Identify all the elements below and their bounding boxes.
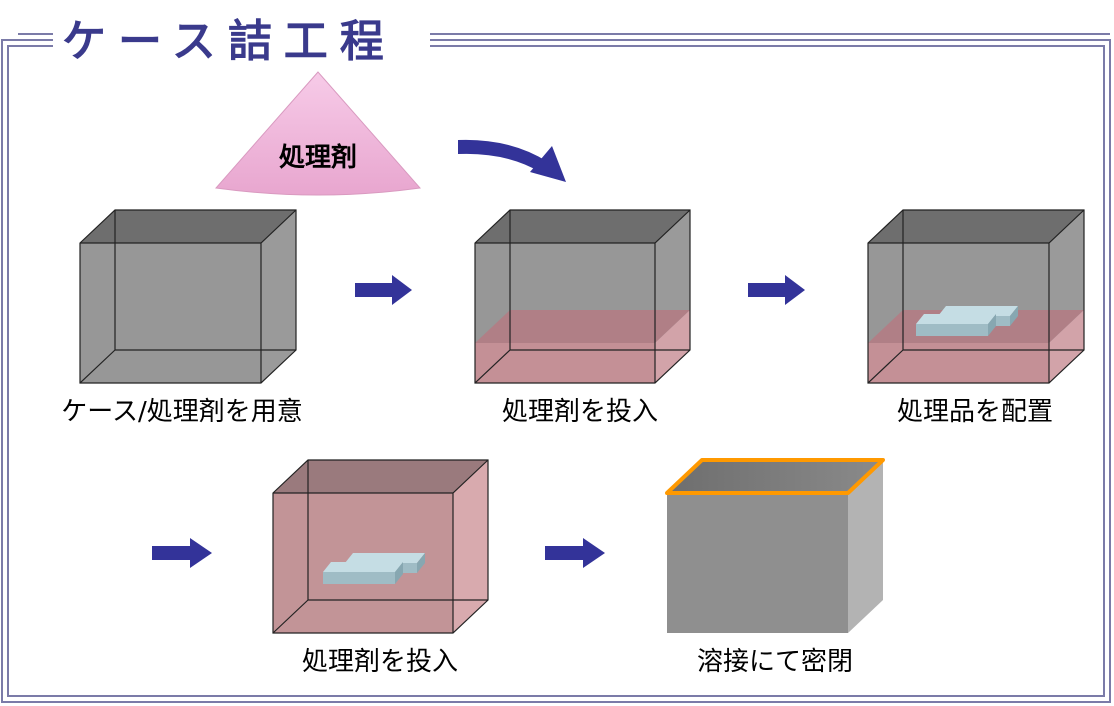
curved-arrow-icon xyxy=(458,139,566,182)
flow-arrow-icon xyxy=(748,275,805,305)
box-empty xyxy=(79,209,297,384)
page-title: ケース詰工程 xyxy=(62,16,396,67)
cone-icon: 処理剤 xyxy=(215,71,421,196)
item-bars xyxy=(916,306,1018,336)
agent-label: 処理剤 xyxy=(279,142,357,173)
weld-seam xyxy=(665,458,885,495)
frame xyxy=(1,33,1111,703)
box-filled xyxy=(272,459,489,634)
box-agent-added xyxy=(474,209,691,384)
box-item-placed xyxy=(867,209,1085,384)
step-caption-4: 処理剤を投入 xyxy=(302,647,458,677)
step-caption-3: 処理品を配置 xyxy=(897,397,1053,427)
item-bars xyxy=(323,553,425,584)
flow-arrow-icon xyxy=(355,275,412,305)
flow-arrow-icon xyxy=(545,538,605,568)
step-caption-2: 処理剤を投入 xyxy=(502,397,658,427)
step-caption-5: 溶接にて密閉 xyxy=(697,647,853,677)
flow-arrow-icon xyxy=(152,538,212,568)
step-caption-1: ケース/処理剤を用意 xyxy=(61,397,302,427)
box-sealed xyxy=(665,458,885,633)
